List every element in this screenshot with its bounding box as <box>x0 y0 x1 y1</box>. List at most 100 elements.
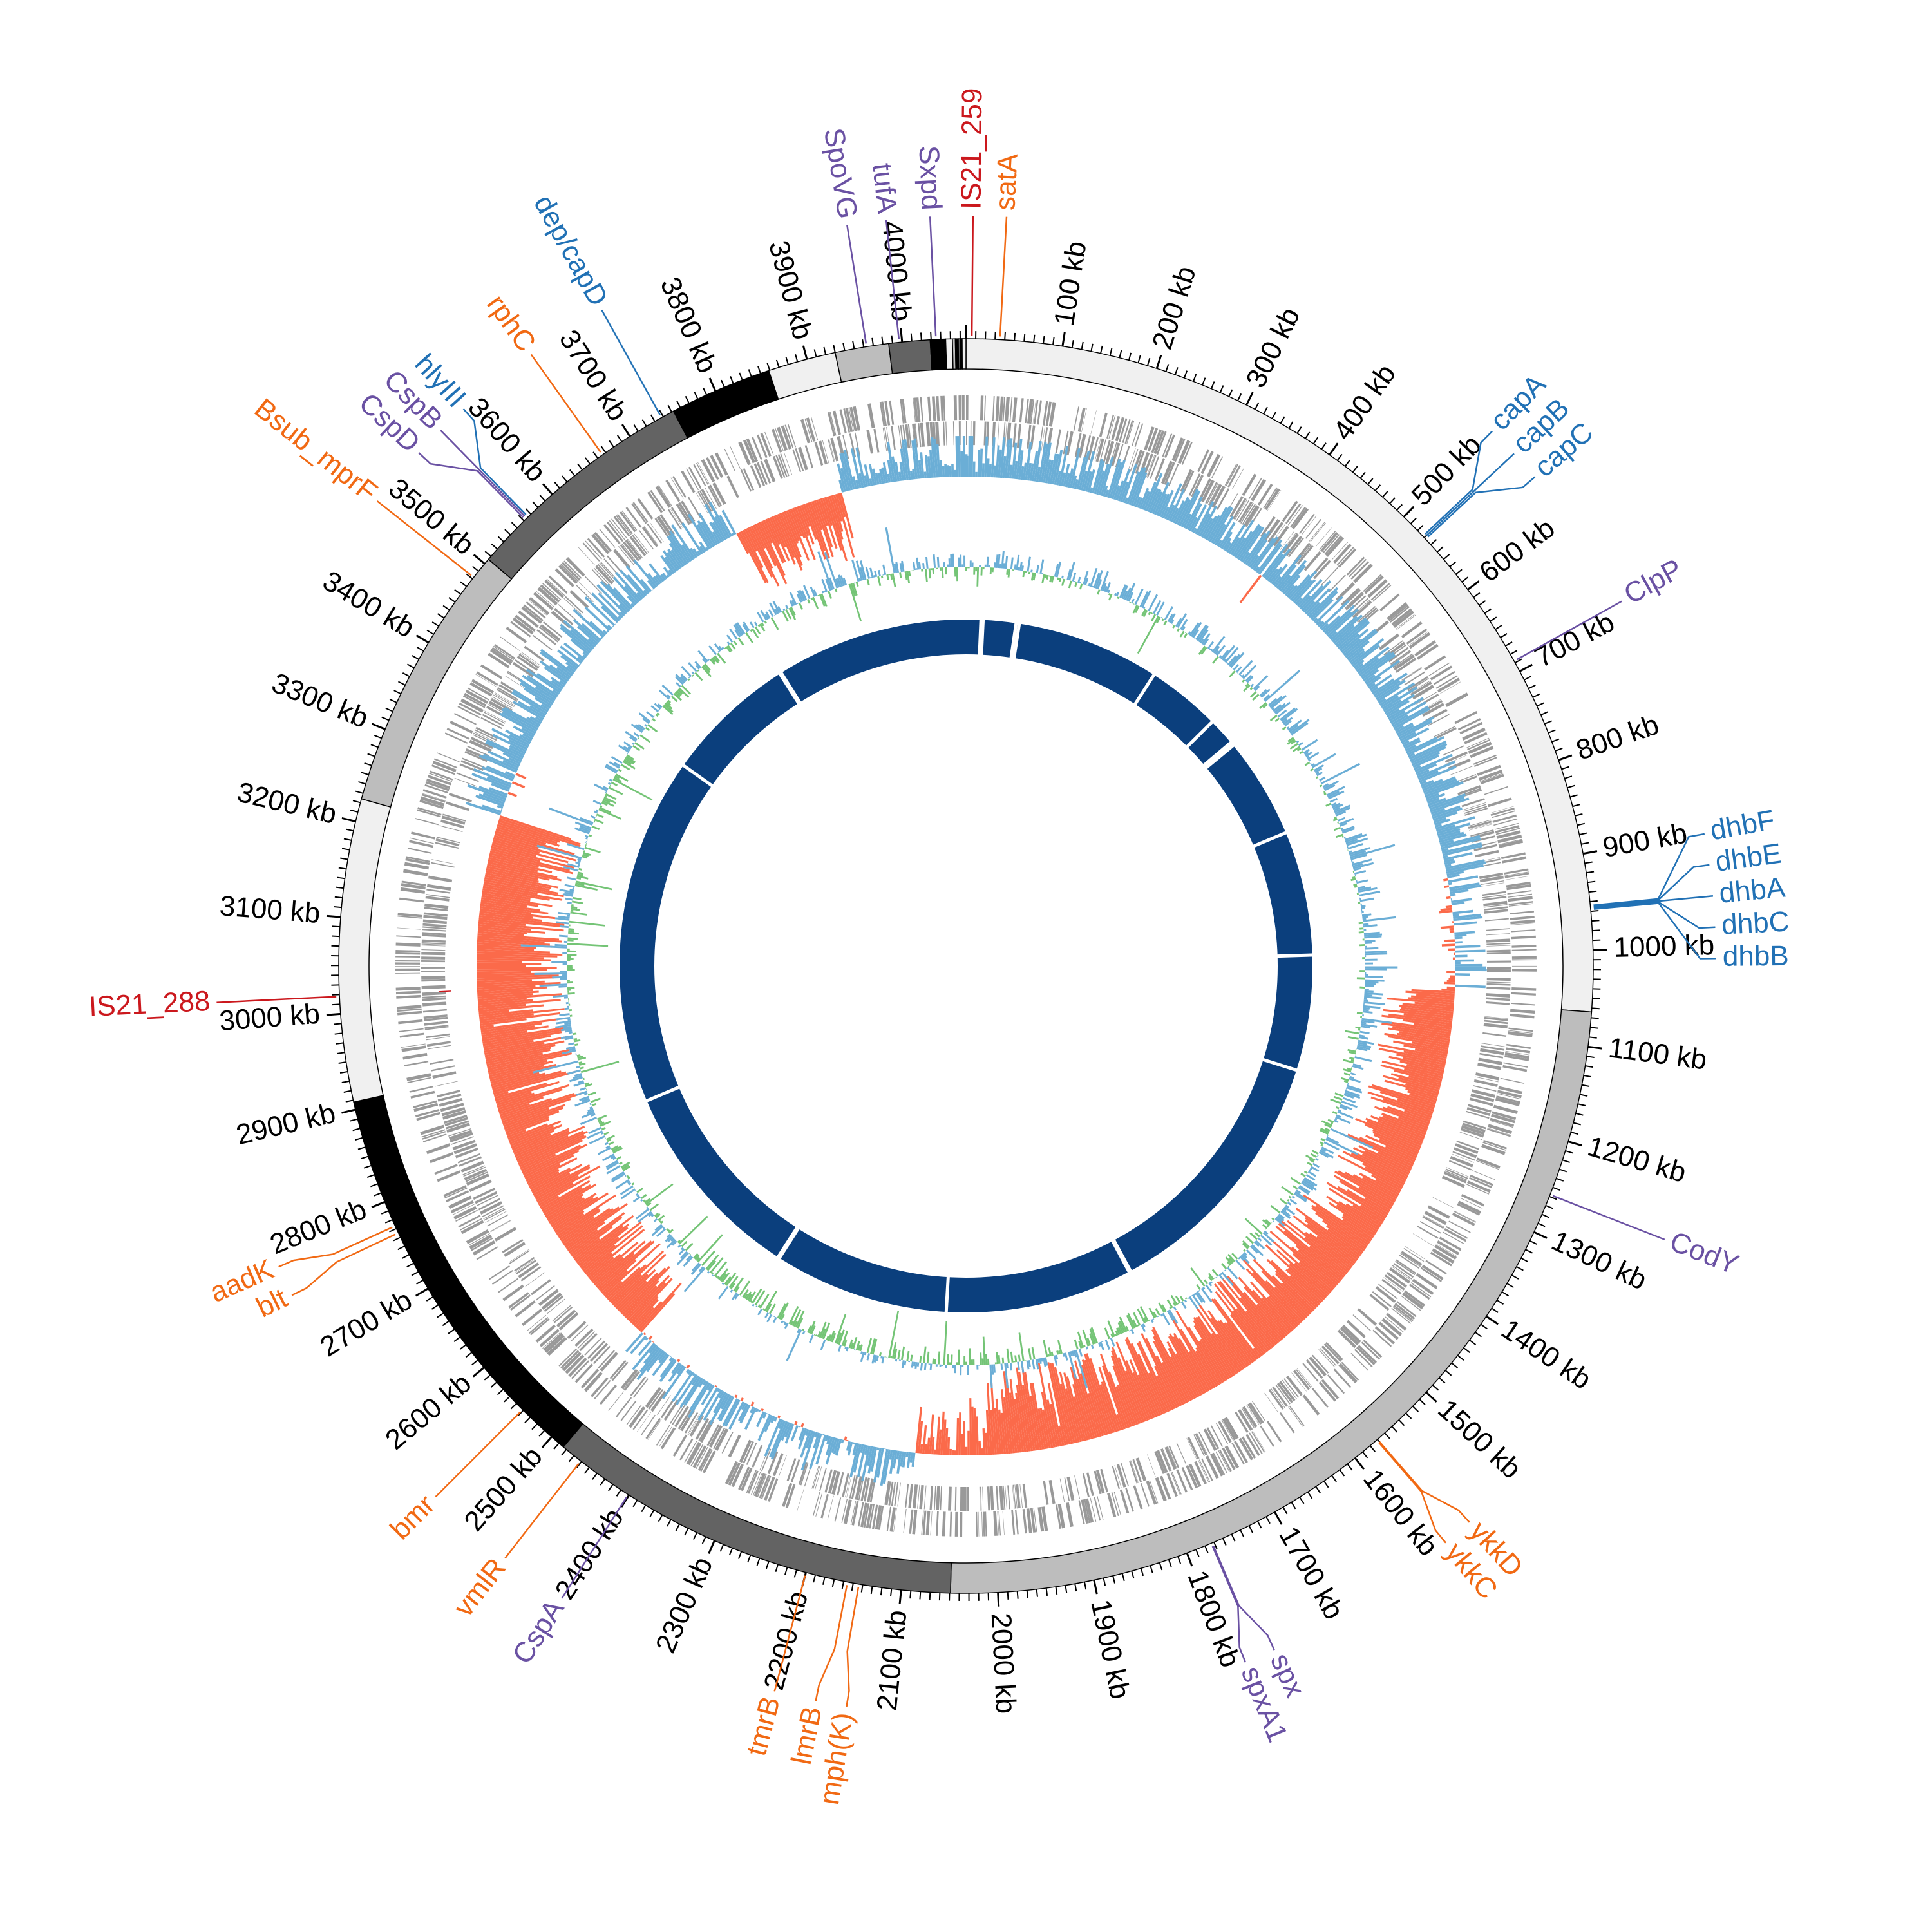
feature-mark <box>521 606 542 624</box>
feature-mark <box>1266 1421 1282 1443</box>
gc-skew-bar <box>513 1130 570 1155</box>
gc-skew-bar <box>1281 564 1306 594</box>
gc-content-bar <box>916 1362 920 1367</box>
gc-content-bar <box>1264 670 1301 703</box>
gc-skew-bar <box>929 450 934 478</box>
gc-skew-bar <box>998 449 1002 478</box>
gc-content-bar <box>625 755 636 764</box>
feature-mark <box>1454 1147 1477 1159</box>
gc-content-bar <box>567 876 576 881</box>
gc-content-bar <box>947 564 949 567</box>
gc-skew-bar <box>616 1280 648 1311</box>
minor-tick <box>471 1359 478 1366</box>
gc-skew-bar <box>933 439 938 478</box>
feature-mark <box>395 962 421 965</box>
gc-content-bar <box>611 781 618 787</box>
gc-skew-bar <box>1398 1077 1441 1090</box>
gc-content-bar <box>582 853 589 858</box>
gc-content-bar <box>789 600 794 607</box>
gc-content-bar <box>1124 587 1132 601</box>
gc-content-bar <box>790 607 796 616</box>
minor-tick <box>909 1591 912 1599</box>
gc-content-bar <box>567 843 585 851</box>
feature-mark <box>923 1485 927 1510</box>
feature-mark <box>1119 1489 1130 1514</box>
gc-skew-bar <box>664 556 677 573</box>
gc-skew-bar <box>1356 646 1390 672</box>
gc-skew-bar <box>736 533 750 554</box>
minor-tick <box>384 1219 393 1224</box>
gc-content-bar <box>1325 802 1332 807</box>
gc-content-bar <box>1365 968 1387 971</box>
gc-content-bar <box>1166 1310 1175 1321</box>
gc-skew-bar <box>1437 830 1461 839</box>
gc-skew-bar <box>1151 1329 1191 1403</box>
gc-content-bar <box>1328 790 1345 800</box>
feature-mark <box>697 462 710 484</box>
feature-mark <box>670 508 683 529</box>
feature-mark <box>674 1406 689 1428</box>
feature-mark <box>1257 483 1273 506</box>
gc-skew-bar <box>1294 1262 1330 1296</box>
gc-content-bar <box>1221 1271 1234 1286</box>
gc-content-bar <box>766 1303 772 1312</box>
gc-content-bar <box>1235 666 1242 673</box>
gc-content-bar <box>958 1349 960 1365</box>
minor-tick <box>822 1577 826 1585</box>
gc-content-bar <box>1139 591 1149 607</box>
feature-mark <box>781 425 792 450</box>
minor-tick <box>1490 616 1497 622</box>
gc-content-bar <box>591 826 600 831</box>
minor-tick <box>1561 766 1569 770</box>
gc-content-bar <box>638 737 639 740</box>
gc-skew-bar <box>1402 1056 1446 1068</box>
gc-content-bar <box>650 705 659 713</box>
feature-mark <box>459 703 482 716</box>
gc-content-bar <box>1365 983 1377 986</box>
gene-leader-line <box>1425 430 1493 535</box>
gc-skew-bar <box>1195 1316 1236 1376</box>
gc-content-bar <box>620 1188 636 1200</box>
gc-content-bar <box>1161 618 1164 621</box>
gc-content-bar <box>1359 970 1365 972</box>
feature-mark <box>440 819 464 829</box>
feature-mark <box>396 994 421 999</box>
feature-mark <box>1234 1441 1248 1464</box>
feature-mark <box>828 439 835 462</box>
gc-skew-bar <box>1390 1073 1441 1088</box>
feature-mark <box>1015 1510 1019 1535</box>
feature-mark <box>1372 1291 1392 1307</box>
feature-mark <box>1149 1480 1159 1504</box>
minor-tick <box>1237 393 1242 401</box>
minor-tick <box>1432 1385 1439 1391</box>
feature-mark <box>399 1028 424 1032</box>
gc-skew-bar <box>1271 1275 1311 1315</box>
minor-tick <box>381 1210 389 1215</box>
minor-tick <box>1473 592 1481 598</box>
feature-mark <box>441 815 466 825</box>
gc-content-bar <box>1142 609 1148 618</box>
feature-mark <box>421 967 446 969</box>
feature-mark <box>1034 399 1039 424</box>
gc-skew-bar <box>1364 1150 1411 1173</box>
gc-skew-bar <box>712 531 721 544</box>
feature-mark <box>1250 478 1267 502</box>
gc-skew-bar <box>1175 1353 1200 1397</box>
gc-content-bar <box>572 1032 577 1036</box>
feature-mark <box>900 399 905 424</box>
gc-skew-bar <box>1065 1388 1080 1443</box>
feature-mark <box>426 1036 450 1041</box>
gc-content-bar <box>579 827 591 833</box>
gc-content-bar <box>1252 694 1260 701</box>
gc-skew-bar <box>490 848 541 863</box>
gc-content-bar <box>1074 1339 1079 1350</box>
gc-skew-bar <box>800 1429 811 1458</box>
gc-content-bar <box>571 900 583 905</box>
gc-skew-bar <box>529 1171 560 1188</box>
gc-skew-bar <box>575 1226 623 1263</box>
feature-mark <box>423 912 448 917</box>
feature-mark <box>1150 456 1160 479</box>
gc-content-bar <box>1028 571 1031 574</box>
gc-content-bar <box>563 1026 572 1029</box>
feature-mark <box>448 1195 472 1209</box>
